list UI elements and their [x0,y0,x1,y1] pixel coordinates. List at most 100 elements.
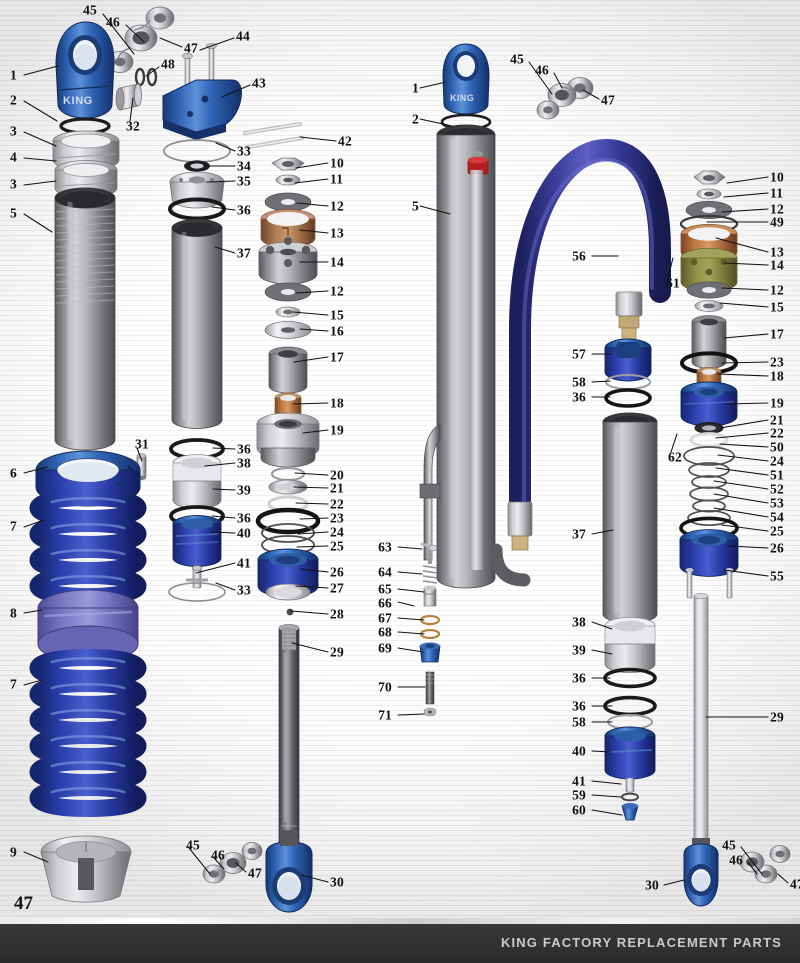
part-24-51-54-wave-springs [683,446,735,527]
leader-line-31 [136,447,143,462]
callout-label-22: 22 [770,425,784,441]
leader-line-11 [294,178,329,184]
part-12-shim-a [264,192,312,212]
part-33-retaining-ring-b [168,582,226,602]
part-40-reservoir-cap [604,726,656,780]
callout-label-20: 20 [330,467,344,483]
callout-label-15: 15 [770,299,784,315]
part-38-39-bearing [172,454,222,509]
part-29-reservoir-shaft [693,593,709,855]
leader-line-21 [293,486,329,489]
callout-label-26: 26 [770,540,784,556]
callout-label-41: 41 [572,773,586,789]
leader-line-18 [292,402,329,405]
leader-line-71 [397,713,425,716]
leader-line-47 [777,873,789,884]
leader-line-1 [23,65,59,76]
callout-label-46: 46 [211,847,225,863]
part-12-shim-col4-a [685,201,733,219]
leader-line-64 [397,571,423,575]
leader-line-27 [295,585,329,589]
callout-label-27: 27 [330,580,344,596]
leader-line-63 [397,546,423,550]
callout-label-30: 30 [330,874,344,890]
leader-line-20 [294,472,329,476]
callout-label-37: 37 [237,245,251,261]
callout-label-21: 21 [330,480,344,496]
part-30-eyelet-col4 [683,838,719,907]
callout-label-15: 15 [330,307,344,323]
leader-line-26 [727,545,769,549]
leader-line-17 [293,356,329,363]
callout-label-17: 17 [330,349,344,365]
leader-line-36 [212,447,236,450]
leader-line-50 [719,443,769,448]
callout-label-38: 38 [572,614,586,630]
callout-label-9: 9 [10,844,17,860]
callout-label-66: 66 [378,595,392,611]
callout-label-47: 47 [184,40,198,56]
callout-label-17: 17 [770,326,784,342]
footer-sheen [0,918,800,924]
callout-label-31: 31 [135,436,149,452]
callout-label-62: 62 [668,449,682,465]
leader-line-13 [299,229,329,234]
part-41-bleeder [186,565,208,589]
leader-line-55 [723,569,769,577]
callout-label-2: 2 [412,111,419,127]
part-3-4-collars [52,130,120,198]
part-19-head-col4 [680,381,738,427]
leader-line-25 [721,524,769,532]
part-5-body-assembled [419,124,496,589]
part-45-46-47-col3 [536,77,594,120]
callout-label-13: 13 [330,225,344,241]
part-33-retaining-ring [163,139,231,163]
leader-line-37 [591,529,614,535]
callout-label-70: 70 [378,679,392,695]
leader-line-39 [591,649,613,655]
part-65-66-poppet [423,585,437,607]
callout-label-40: 40 [572,743,586,759]
leader-line-39 [212,488,236,491]
footer-text: KING FACTORY REPLACEMENT PARTS [500,934,782,950]
part-12-shim-col4-b [686,281,732,299]
leader-line-4 [23,157,57,162]
callout-label-14: 14 [330,254,344,270]
callout-label-5: 5 [412,198,419,214]
callout-label-13: 13 [770,244,784,260]
leader-line-5 [23,213,53,233]
leader-line-37 [214,246,236,254]
callout-label-25: 25 [770,523,784,539]
part-43-mount-bracket [162,79,242,140]
callout-label-21: 21 [770,412,784,428]
callout-label-39: 39 [237,482,251,498]
part-48-rings [134,67,158,87]
leader-line-24 [297,531,329,535]
part-11-washer [275,174,301,186]
callout-label-38: 38 [237,455,251,471]
callout-label-29: 29 [330,644,344,660]
part-40-seal-head [172,515,222,567]
callout-label-65: 65 [378,581,392,597]
callout-label-67: 67 [378,610,392,626]
callout-label-45: 45 [186,837,200,853]
leader-line-12 [295,290,329,294]
part-45-46-47-col4 [739,845,791,884]
callout-label-41: 41 [237,555,251,571]
leader-line-67 [397,617,425,621]
leader-line-29 [291,642,329,653]
callout-label-61: 61 [666,275,680,291]
callout-label-51: 51 [770,467,784,483]
leader-line-43 [221,84,251,98]
leader-line-36 [211,515,236,519]
part-56-reservoir-hose [509,138,671,531]
callout-label-59: 59 [572,787,586,803]
leader-line-59 [591,794,622,798]
callout-label-50: 50 [770,439,784,455]
callout-label-71: 71 [378,707,392,723]
leader-line-10 [726,176,769,184]
leader-line-61 [667,257,674,279]
callout-label-55: 55 [770,568,784,584]
callout-label-10: 10 [770,169,784,185]
leader-line-22 [295,502,329,505]
